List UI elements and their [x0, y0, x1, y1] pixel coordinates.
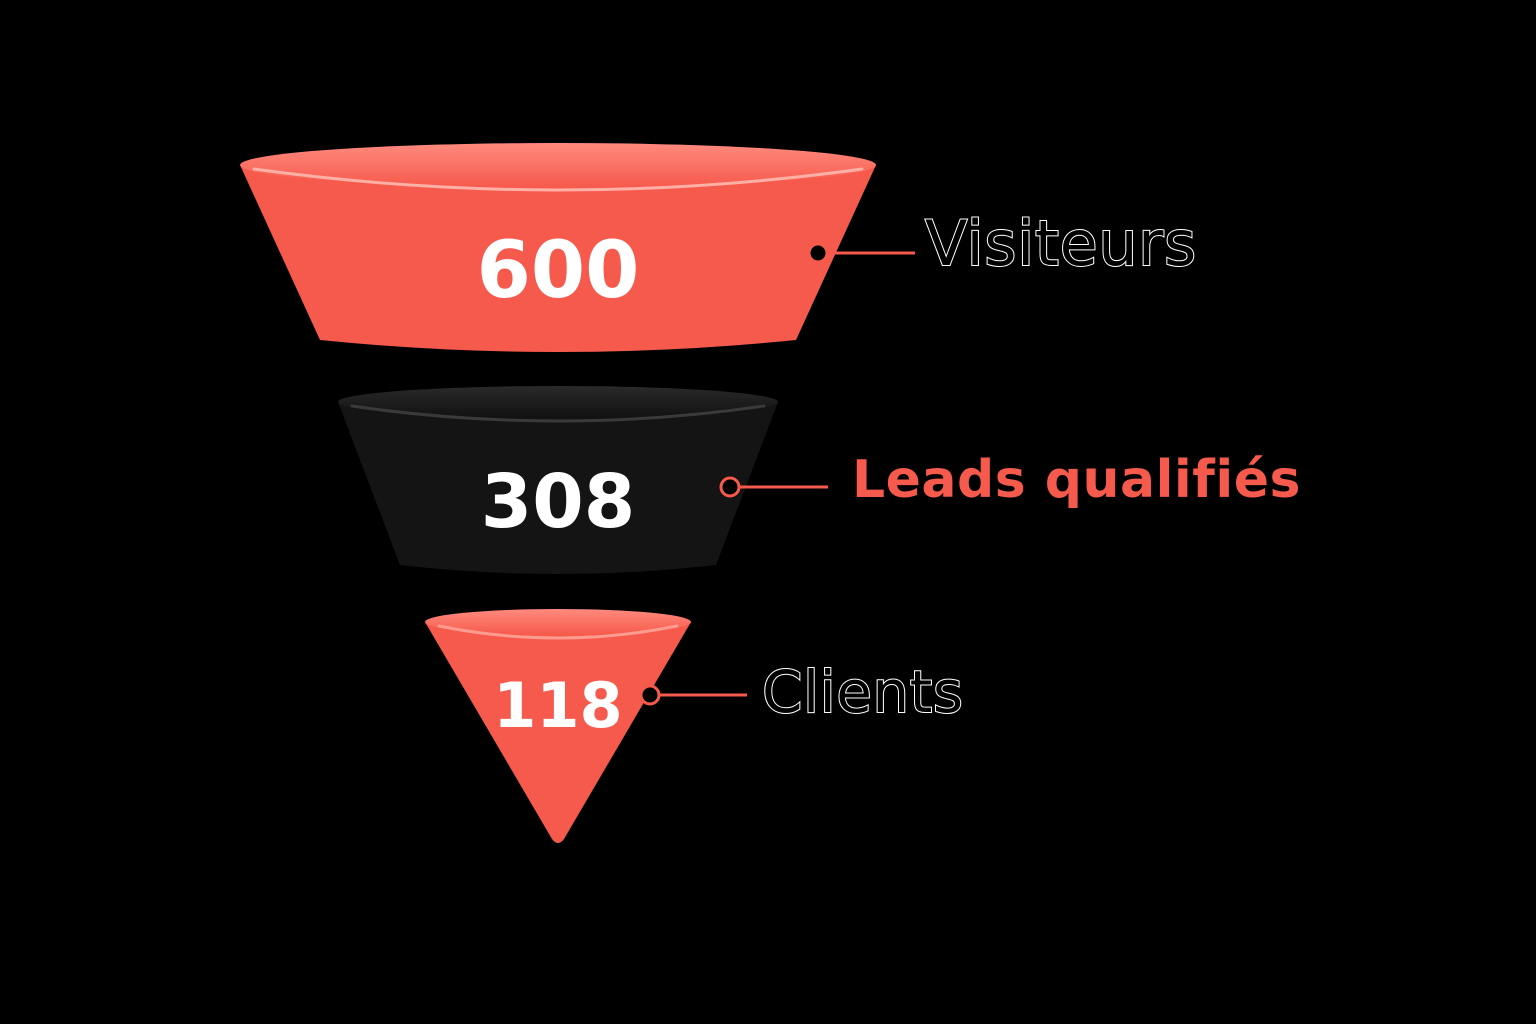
funnel-stage-leads-qualifi-s: 308 Leads qualifiés — [338, 386, 1301, 574]
funnel-rim-highlight — [437, 624, 679, 640]
funnel-stage-label: Visiteurs — [925, 207, 1197, 280]
funnel-segment-rim — [425, 609, 691, 635]
funnel-stage-clients: 118 Clients — [425, 609, 964, 843]
leader-dot — [719, 476, 741, 498]
leader-dot — [639, 684, 661, 706]
funnel-stage-label: Leads qualifiés — [852, 450, 1301, 510]
funnel-segment-body — [240, 165, 876, 352]
funnel-stage-visiteurs: 600 Visiteurs — [240, 143, 1197, 352]
funnel-rim-highlight — [252, 167, 864, 192]
funnel-value-label: 118 — [493, 669, 622, 742]
leader-dot — [807, 242, 829, 264]
funnel-segment-body — [338, 402, 778, 574]
funnel-segment-body — [425, 622, 691, 843]
funnel-value-label: 308 — [481, 459, 635, 545]
funnel-rim-highlight — [350, 404, 766, 423]
funnel-segment-rim — [240, 143, 876, 187]
funnel-stage-label: Clients — [762, 658, 964, 726]
funnel-value-label: 600 — [477, 226, 640, 316]
funnel-segment-rim — [338, 386, 778, 418]
